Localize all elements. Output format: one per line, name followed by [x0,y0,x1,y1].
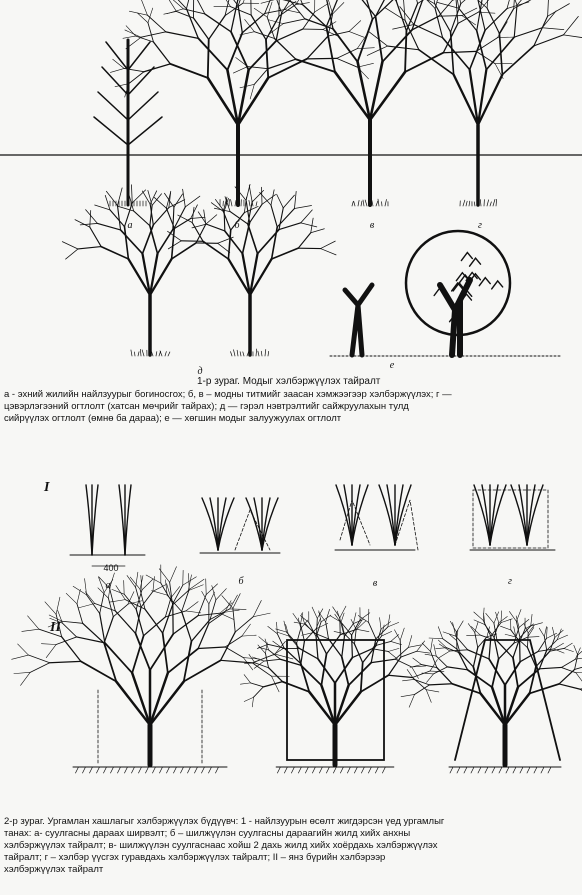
hedge-round [12,565,293,773]
hedge-trapezoid [401,608,582,773]
tree-v [233,0,515,206]
fig2-label-v: в [373,578,377,589]
figure2-caption-line-4: тайралт; г – хэлбэр үүсгэх гуравдахь хэл… [4,852,582,864]
figure2-caption-line-1: 2-р зураг. Ургамлан хашлагыг хэлбэржүүлэ… [4,816,582,828]
hedge-seedling [336,485,368,545]
figure2-caption-line-3: хэлбэржүүлэх тайралт; в- шилжүүлэн суулг… [4,840,582,852]
tree-d-after [168,184,337,356]
figure1-title: 1-р зураг. Модыг хэлбэржүүлэх тайралт [197,376,380,387]
figure1-caption-line-2: цэвэрлэгээний огтлолт (хатсан мөчрийг та… [4,401,582,413]
hedge-seedling [246,498,278,550]
hedge-seedling [86,485,98,555]
section-roman-1: I [44,480,49,496]
fig2-label-g: г [508,576,512,587]
fig1-label-g: г [478,220,482,231]
fig2-label-b: б [238,576,243,587]
fig1-label-a: а [128,220,133,231]
tree-e-rejuvenated [406,231,510,355]
fig1-label-b: б [234,220,239,231]
tree-g [367,0,582,206]
figure2-caption-line-2: танах: а- суулгасны дараах ширвэлт; б – … [4,828,582,840]
figure1-caption-line-1: а - эхний жилийн найлзуурыг богиносгох; … [4,389,582,401]
tree-d-before [62,185,233,356]
hedge-rectangular [240,606,444,773]
fig2-label-a: а [106,580,111,591]
hedge-seedling [202,498,234,550]
tree-a [94,40,162,206]
tree-e-old [345,285,372,355]
fig1-label-v: в [370,220,374,231]
hedge-seedling [379,485,411,545]
hedge-seedling [474,485,506,545]
hedge-seedling [119,485,131,555]
spacing-dimension: 400 [103,563,118,573]
fig1-label-e: е [390,360,394,371]
figure2-caption-line-5: хэлбэржүүлэх тайралт [4,864,582,876]
figure1-caption-line-3: сийрүүлэх огтлолт (өмнө ба дараа); е — х… [4,413,582,425]
hedge-seedling [511,485,543,545]
section-roman-2: II [50,620,61,636]
